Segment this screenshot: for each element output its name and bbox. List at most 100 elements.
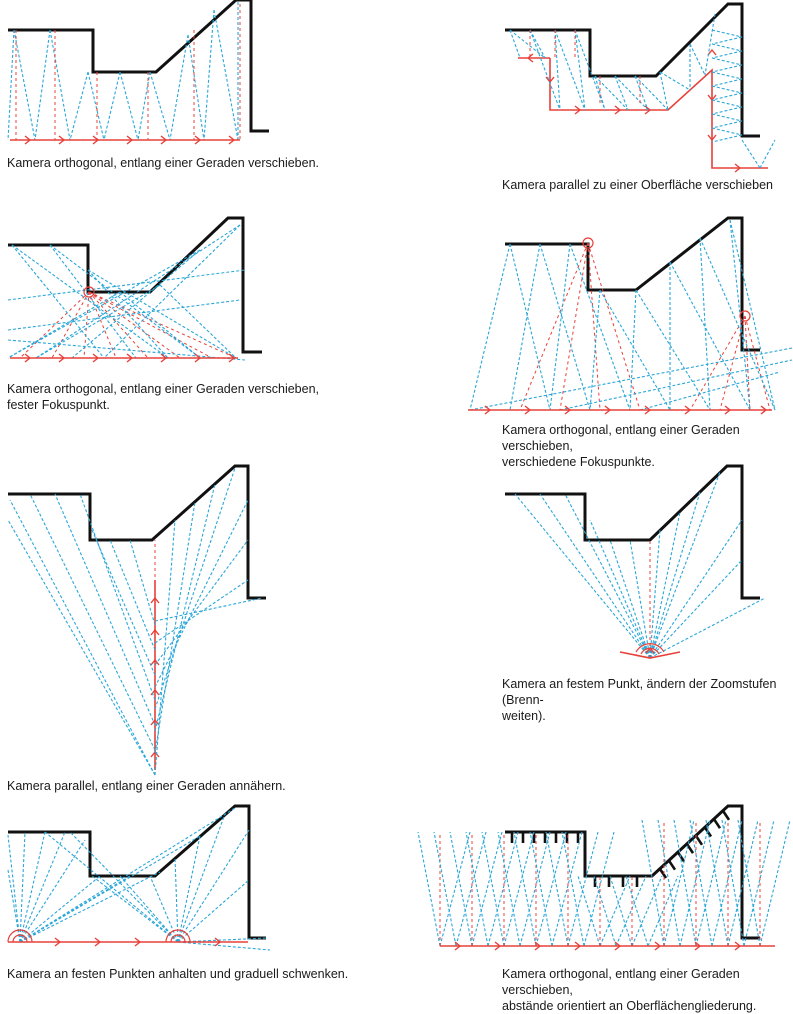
sight-ray	[119, 291, 201, 359]
sight-ray	[49, 244, 137, 359]
sight-ray	[129, 539, 156, 626]
sight-ray	[673, 819, 697, 947]
panel-7-diagram	[7, 804, 271, 951]
sight-ray	[7, 834, 21, 943]
sight-ray	[19, 875, 131, 943]
caption-panel-7: Kamera an festen Punkten anhalten und gr…	[7, 967, 349, 981]
sight-ray	[614, 75, 629, 111]
arrow-marker	[194, 353, 202, 363]
sight-ray	[679, 819, 711, 947]
reference-line	[587, 242, 601, 411]
sight-ray	[529, 29, 546, 59]
caption-panel-1: Kamera orthogonal, entlang einer Geraden…	[7, 156, 320, 170]
surface-marker	[694, 835, 704, 846]
caption-panel-5: Kamera parallel, entlang einer Geraden a…	[7, 779, 286, 793]
reference-line	[88, 291, 181, 359]
reference-line	[587, 242, 641, 411]
sight-ray	[614, 75, 649, 111]
sight-ray	[657, 819, 681, 947]
sight-ray	[564, 493, 651, 659]
sight-ray	[119, 875, 179, 943]
sight-ray	[539, 243, 591, 411]
reference-line	[559, 242, 589, 411]
sight-ray	[535, 831, 567, 947]
sight-ray	[569, 243, 631, 411]
reference-line	[19, 291, 90, 359]
wall-profile	[8, 464, 266, 600]
sight-ray	[103, 224, 241, 359]
reference-line	[88, 291, 149, 359]
sight-ray	[529, 831, 553, 947]
sight-ray	[759, 819, 791, 947]
sight-ray	[574, 29, 586, 111]
sight-ray	[649, 597, 766, 659]
arrow-marker	[160, 353, 168, 363]
sight-ray	[449, 831, 473, 947]
sight-ray	[529, 29, 561, 111]
panel-3-diagram	[7, 216, 262, 363]
sight-ray	[711, 71, 743, 80]
sight-ray	[509, 243, 541, 411]
caption-panel-4: Kamera orthogonal, entlang einer Geraden…	[502, 423, 740, 469]
surface-marker	[667, 859, 677, 871]
arrow-marker	[760, 405, 768, 415]
sight-ray	[711, 113, 743, 122]
sight-ray	[705, 819, 729, 947]
sight-ray	[727, 819, 759, 947]
surface-marker	[658, 868, 668, 879]
surface-marker	[712, 818, 722, 829]
arrow-marker	[228, 135, 236, 145]
arrow-marker	[24, 135, 32, 145]
sight-ray	[589, 289, 601, 411]
sight-ray	[737, 819, 761, 947]
sight-ray	[519, 831, 551, 947]
sight-ray	[711, 134, 743, 143]
surface-marker	[721, 810, 731, 821]
sight-ray	[711, 50, 743, 59]
sight-ray	[554, 29, 561, 111]
caption-panel-6: Kamera an festem Punkt, ändern der Zooms…	[502, 677, 777, 723]
sight-ray	[514, 493, 651, 659]
sight-ray	[213, 9, 239, 141]
arrow-marker	[724, 405, 732, 415]
sight-ray	[503, 831, 535, 947]
sight-ray	[704, 13, 716, 76]
sight-ray	[203, 9, 215, 141]
arrow-marker	[134, 937, 142, 947]
pan-arc	[170, 934, 186, 943]
wall-profile	[8, 804, 266, 940]
sight-ray	[695, 819, 727, 947]
arrow-marker	[524, 405, 532, 415]
sight-ray	[561, 831, 585, 947]
sight-ray	[34, 29, 51, 141]
sight-ray	[13, 29, 36, 141]
sight-ray	[659, 71, 669, 111]
arrow-marker	[644, 405, 652, 415]
sight-ray	[669, 261, 751, 411]
arrow-marker	[92, 135, 100, 145]
reference-line	[744, 315, 771, 411]
sight-ray	[649, 559, 743, 659]
sight-ray	[54, 493, 156, 726]
sight-ray	[49, 244, 201, 359]
sight-ray	[594, 75, 629, 111]
sight-ray	[159, 284, 237, 359]
arrow-marker	[707, 134, 717, 142]
sight-ray	[149, 71, 171, 141]
sight-ray	[481, 831, 505, 947]
sight-ray	[743, 819, 775, 947]
reference-line	[689, 315, 746, 411]
sight-ray	[433, 831, 457, 947]
sight-ray	[711, 120, 743, 129]
arrow-marker	[58, 135, 66, 145]
sight-ray	[594, 75, 606, 111]
sight-ray	[119, 71, 139, 141]
sight-ray	[154, 483, 216, 732]
sight-ray	[91, 529, 156, 676]
sight-ray	[69, 831, 179, 943]
caption-panel-3: Kamera orthogonal, entlang einer Geraden…	[7, 382, 320, 412]
sight-ray	[91, 875, 179, 943]
sight-ray	[471, 831, 503, 947]
sight-ray	[699, 237, 711, 411]
